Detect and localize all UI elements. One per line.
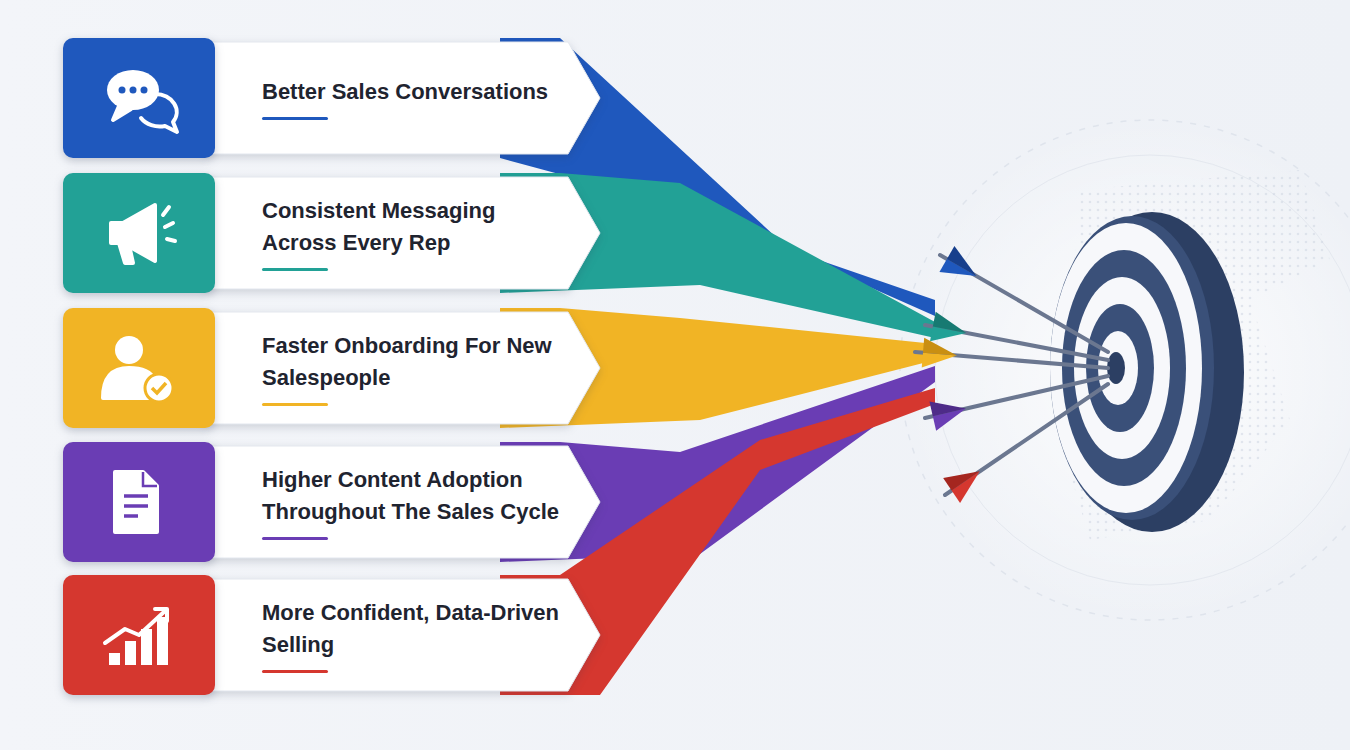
benefit-label: Consistent Messaging Across Every Rep <box>262 195 562 257</box>
check-mark <box>152 383 166 393</box>
dart <box>939 246 1108 352</box>
chart-bar <box>157 617 168 665</box>
benefit-row: More Confident, Data-Driven Selling <box>63 575 603 695</box>
icon <box>105 609 168 665</box>
benefit-label: Faster Onboarding For New Salespeople <box>262 330 562 392</box>
dart-fletching <box>923 338 957 356</box>
icon-stroke <box>163 207 175 241</box>
page-fold <box>143 472 157 486</box>
icon-tile <box>63 308 215 428</box>
dart-shaft <box>940 255 1108 352</box>
thin-arc <box>935 155 1350 585</box>
chat-dot <box>119 87 126 94</box>
icon <box>111 205 175 263</box>
benefit-label: Better Sales Conversations <box>262 76 562 107</box>
chart-bar <box>141 629 152 665</box>
accent-underline <box>262 670 328 673</box>
benefit-row: Better Sales Conversations <box>63 38 603 158</box>
accent-underline <box>262 537 328 540</box>
label-panel <box>205 177 600 289</box>
benefit-row: Consistent Messaging Across Every Rep <box>63 173 603 293</box>
dart <box>915 338 1108 368</box>
dart <box>925 312 1108 360</box>
label-panel <box>205 42 600 154</box>
glow <box>900 120 1350 620</box>
icon-stroke <box>119 243 133 263</box>
label-panel <box>205 446 600 558</box>
chat-dot <box>130 87 137 94</box>
chart-bar <box>125 641 136 665</box>
benefit-row: Higher Content Adoption Throughout The S… <box>63 442 603 562</box>
icon-stroke <box>141 94 177 132</box>
label-block: Higher Content Adoption Throughout The S… <box>262 450 562 554</box>
label-block: More Confident, Data-Driven Selling <box>262 583 562 687</box>
target-rim <box>1050 216 1214 520</box>
chat-bubble <box>107 70 159 110</box>
page-line <box>124 514 138 518</box>
page-line <box>124 494 148 498</box>
icon-tile <box>63 442 215 562</box>
icon-tile <box>63 38 215 158</box>
dart-fletching <box>929 402 965 417</box>
dart-fletching <box>947 246 976 276</box>
benefit-row: Faster Onboarding For New Salespeople <box>63 308 603 428</box>
dart <box>943 384 1108 503</box>
target <box>1050 212 1244 532</box>
label-block: Faster Onboarding For New Salespeople <box>262 316 562 420</box>
benefit-label: Higher Content Adoption Throughout The S… <box>262 464 562 526</box>
dashed-arc <box>900 120 1350 620</box>
label-block: Better Sales Conversations <box>262 46 562 150</box>
check-circle <box>145 374 173 402</box>
chart-bar <box>109 653 120 665</box>
icon-tile <box>63 575 215 695</box>
dart-fletching <box>933 312 966 333</box>
benefit-label: More Confident, Data-Driven Selling <box>262 597 562 659</box>
accent-underline <box>262 268 328 271</box>
icon-stroke <box>155 609 167 621</box>
icon-stroke <box>111 205 155 261</box>
icon <box>103 336 173 402</box>
icon <box>115 472 157 532</box>
target-ring <box>1062 250 1186 486</box>
person-head <box>115 336 143 364</box>
icon-tile <box>63 173 215 293</box>
icon-stroke <box>113 106 131 120</box>
icon-stroke <box>115 472 157 532</box>
target-ring <box>1050 223 1202 513</box>
label-block: Consistent Messaging Across Every Rep <box>262 181 562 285</box>
label-panel <box>205 312 600 424</box>
chat-dot <box>141 87 148 94</box>
label-panel <box>205 579 600 691</box>
accent-underline <box>262 117 328 120</box>
icon-stroke <box>105 611 165 643</box>
page-line <box>124 504 148 508</box>
icon <box>107 70 177 132</box>
accent-underline <box>262 403 328 406</box>
dart-fletching <box>943 471 980 490</box>
